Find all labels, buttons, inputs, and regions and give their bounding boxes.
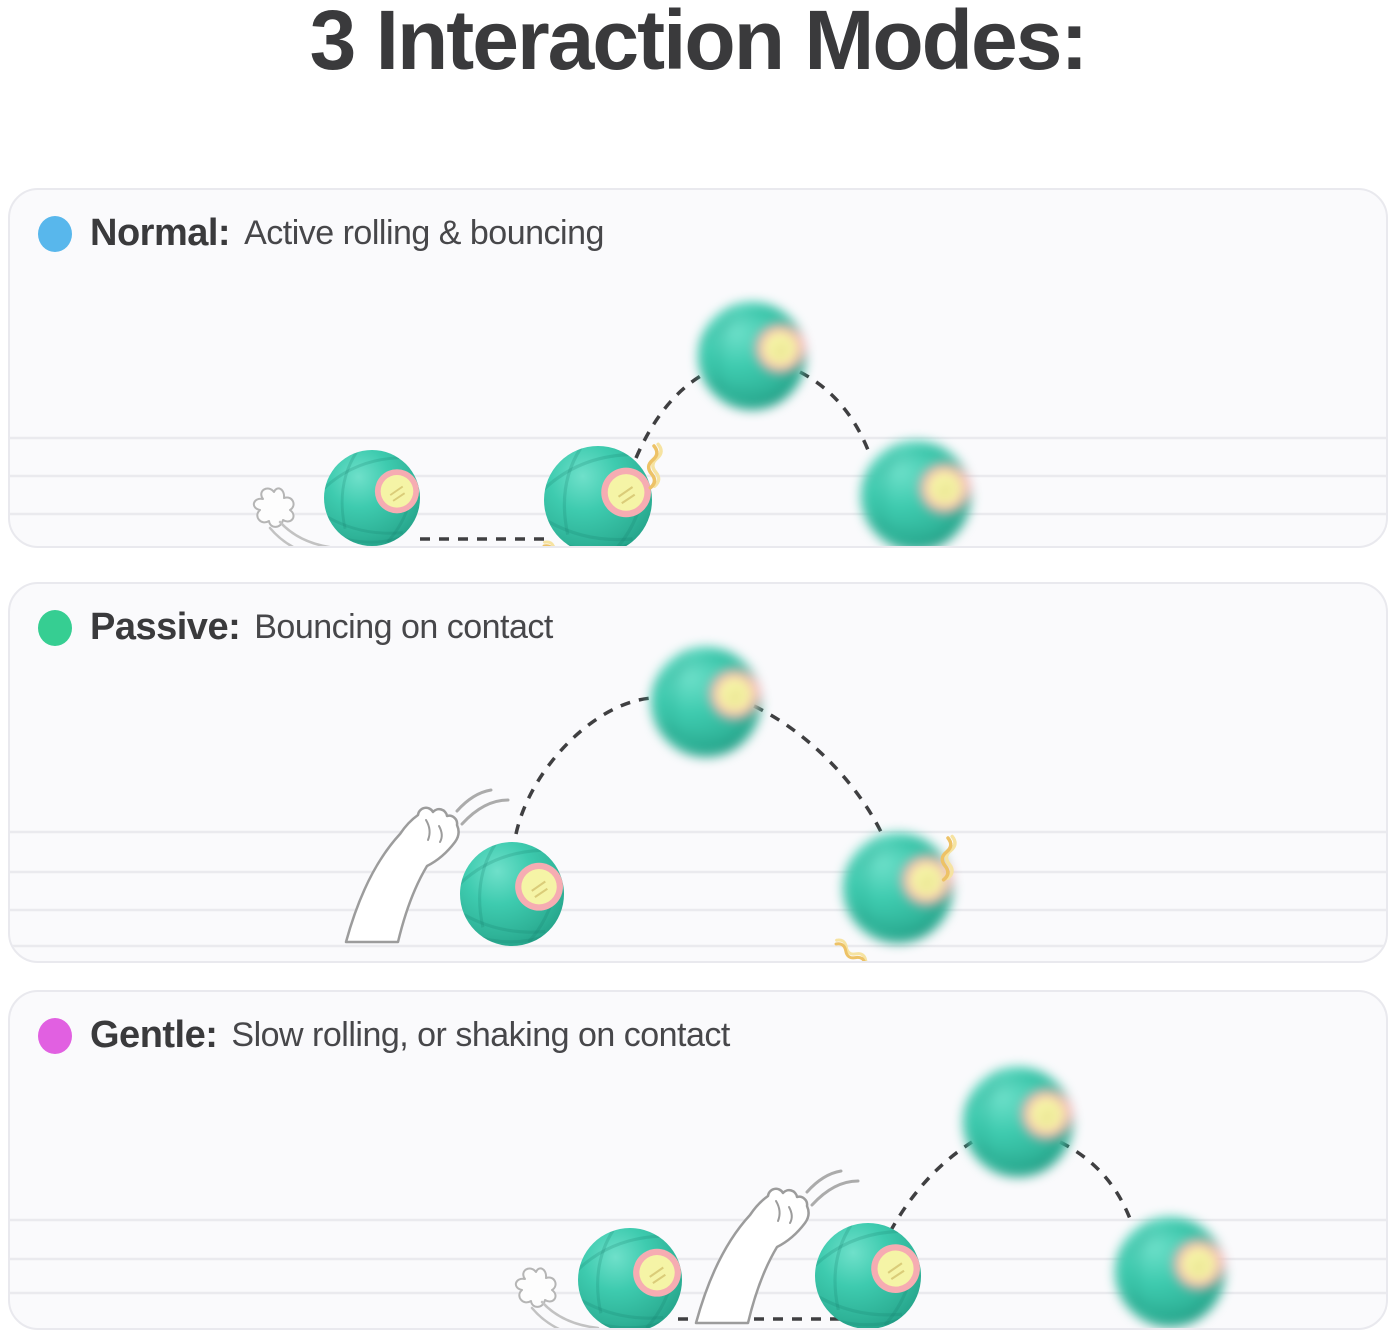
swoosh-puff-icon xyxy=(252,487,338,546)
panel-normal-mode: Normal: Active rolling & bouncing xyxy=(8,188,1388,548)
ball-icon xyxy=(815,1223,921,1328)
ball-blurred-icon xyxy=(963,1067,1073,1177)
ball-blurred-icon xyxy=(1115,1217,1225,1327)
mode-name: Passive: xyxy=(90,606,241,648)
vibration-squiggle-icon xyxy=(645,441,664,491)
ball-icon xyxy=(578,1228,682,1328)
page-title: 3 Interaction Modes: xyxy=(309,0,1089,87)
mode-header: Normal: Active rolling & bouncing xyxy=(38,212,604,255)
mode-name: Gentle: xyxy=(90,1014,218,1056)
floor-lines xyxy=(10,436,1386,516)
ball-blurred-icon xyxy=(843,833,953,943)
mode-dot xyxy=(38,609,72,646)
gentle-mode-illustration xyxy=(10,992,1386,1328)
trajectory-dashed-path xyxy=(420,370,870,541)
mode-header: Passive: Bouncing on contact xyxy=(38,606,553,649)
mode-dot xyxy=(38,215,72,252)
mode-description: Bouncing on contact xyxy=(254,608,553,646)
mode-name: Normal: xyxy=(90,212,231,254)
ball-icon xyxy=(324,450,420,546)
ball-icon xyxy=(544,446,652,546)
ball-blurred-icon xyxy=(698,302,806,410)
floor-lines xyxy=(10,830,1386,948)
trajectory-dashed-path xyxy=(514,696,884,835)
mode-header: Gentle: Slow rolling, or shaking on cont… xyxy=(38,1014,730,1057)
passive-mode-illustration xyxy=(10,584,1386,961)
normal-mode-illustration xyxy=(10,190,1386,546)
vibration-squiggle-icon xyxy=(831,936,871,961)
mode-dot xyxy=(38,1017,72,1054)
mode-description: Active rolling & bouncing xyxy=(244,214,604,252)
ball-icon xyxy=(460,842,564,946)
ball-blurred-icon xyxy=(651,647,761,757)
ball-blurred-icon xyxy=(861,441,971,546)
mode-description: Slow rolling, or shaking on contact xyxy=(231,1016,730,1054)
panel-gentle-mode: Gentle: Slow rolling, or shaking on cont… xyxy=(8,990,1388,1330)
panel-passive-mode: Passive: Bouncing on contact xyxy=(8,582,1388,963)
